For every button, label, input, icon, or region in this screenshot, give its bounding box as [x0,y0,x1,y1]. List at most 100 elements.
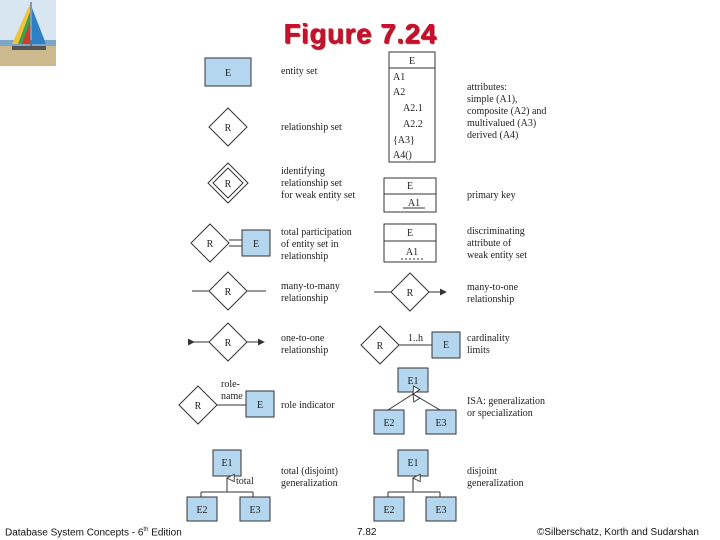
label-total-disjoint-2: generalization [281,478,338,489]
figure-title: Figure 7.24 [283,18,437,49]
role-indicator-entity [245,390,275,418]
label-attributes-3: composite (A2) and [467,106,547,117]
footer-copyright: ©Silberschatz, Korth and Sudarshan [537,527,699,538]
discriminating-entity [383,223,437,263]
identifying-relationship-symbol [207,162,249,204]
sym-E1-isa: E1 [407,376,418,387]
footer-page-number: 7.82 [357,527,377,538]
label-primary-key: primary key [467,190,516,201]
sym-E-pk: E [407,181,413,192]
label-attributes-2: simple (A1), [467,94,518,105]
label-attributes-5: derived (A4) [467,130,519,141]
isa-E3 [425,409,457,435]
sailboat-logo [0,0,56,66]
label-one-to-one-2: relationship [281,345,329,356]
sym-E-disc: E [407,228,413,239]
label-discriminating-1: discriminating [467,226,525,237]
sym-role-2: name [221,391,243,402]
footer-left-tail: Edition [148,527,182,539]
label-disjoint-1: disjoint [467,466,498,477]
sym-R-m2m: R [225,287,232,298]
label-cardinality-2: limits [467,345,490,356]
sym-E3-isa: E3 [435,418,446,429]
footer-left: Database System Concepts - 6th Edition [5,527,182,538]
sym-R-total: R [207,239,214,250]
sym-E-total: E [253,239,259,250]
label-disjoint-2: generalization [467,478,524,489]
label-discriminating-3: weak entity set [467,250,527,261]
sym-R-m2o: R [407,288,414,299]
label-identifying-1: identifying [281,166,325,177]
sym-E-entity: E [225,68,231,79]
label-identifying-3: for weak entity set [281,190,356,201]
sym-E3-total: E3 [249,505,260,516]
label-attributes-1: attributes: [467,82,507,93]
label-identifying-2: relationship set [281,178,342,189]
cardinality-relationship [360,325,400,365]
sym-A22: A2.2 [403,119,423,130]
sym-A2: A2 [393,87,405,98]
label-cardinality-1: cardinality [467,333,510,344]
sym-cardinality: 1..h [408,333,423,344]
attribute-entity-box [388,51,436,163]
label-many-to-one-1: many-to-one [467,282,519,293]
many-to-many-symbol [208,271,248,311]
footer-left-sup: th [143,527,149,533]
total-gen-E2 [186,496,218,522]
sym-E-role: E [257,400,263,411]
role-indicator-relationship [178,385,218,425]
sym-E-attr: E [409,56,415,67]
primary-key-entity [383,177,437,213]
one-to-one-symbol [208,322,248,362]
label-attributes-4: multivalued (A3) [467,118,537,129]
many-to-one-symbol [390,272,430,312]
label-discriminating-2: attribute of [467,238,512,249]
sym-E1-disj: E1 [407,458,418,469]
total-participation-relationship [190,223,230,263]
label-one-to-one-1: one-to-one [281,333,325,344]
sym-E-card: E [443,340,449,351]
total-participation-entity [241,229,271,257]
label-many-to-one-2: relationship [467,294,515,305]
sym-E1-total: E1 [221,458,232,469]
disjoint-E2 [373,496,405,522]
sym-E3-disj: E3 [435,505,446,516]
sym-E2-disj: E2 [383,505,394,516]
label-total-disjoint-1: total (disjoint) [281,466,338,477]
label-many-to-many-2: relationship [281,293,329,304]
total-gen-E1 [212,449,242,477]
sym-R-role: R [195,401,202,412]
sym-R-rel: R [225,123,232,134]
sym-R-ident: R [225,179,232,190]
relationship-set-symbol [208,107,248,147]
sym-R-card: R [377,341,384,352]
disjoint-E3 [425,496,457,522]
label-total-part-1: total participation [281,227,352,238]
label-many-to-many-1: many-to-many [281,281,340,292]
sym-E2-isa: E2 [383,418,394,429]
label-total-part-2: of entity set in [281,239,339,250]
sym-R-o2o: R [225,338,232,349]
isa-E2 [373,409,405,435]
label-relationship-set: relationship set [281,122,342,133]
total-gen-E3 [239,496,271,522]
sym-total: total [236,476,254,487]
label-isa-2: or specialization [467,408,533,419]
cardinality-entity [431,331,461,359]
sym-A3: {A3} [393,135,415,146]
disjoint-E1 [397,449,429,477]
sym-A1: A1 [393,72,405,83]
label-isa-1: ISA: generalization [467,396,546,407]
sym-A21: A2.1 [403,103,423,114]
sym-A1-disc: A1 [406,247,418,258]
label-role-indicator: role indicator [281,400,335,411]
sym-role-1: role- [221,379,240,390]
sym-A4: A4() [393,150,412,161]
entity-set-symbol [204,57,252,87]
label-total-part-3: relationship [281,251,329,262]
footer-left-text: Database System Concepts - 6 [5,527,144,539]
label-entity-set: entity set [281,66,318,77]
sym-A1-pk: A1 [408,198,420,209]
sym-E2-total: E2 [196,505,207,516]
